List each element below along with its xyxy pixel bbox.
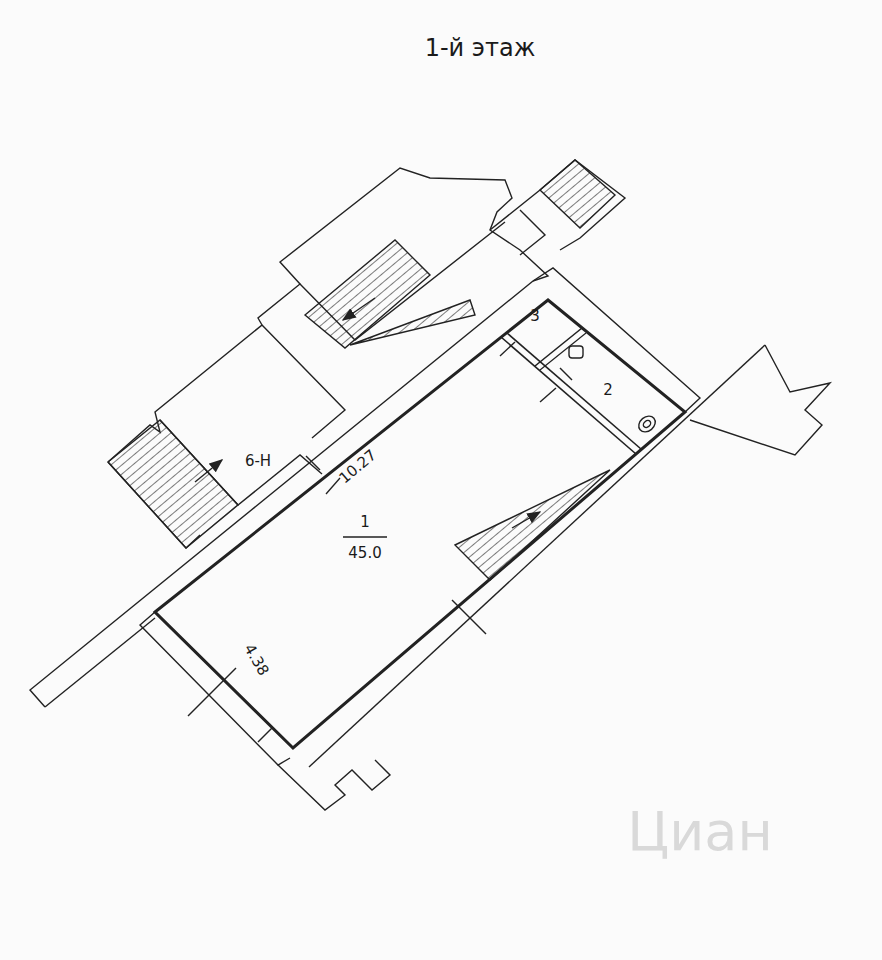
room-number: 1 (360, 515, 370, 530)
unit-number: 6-Н (245, 454, 271, 469)
room-number: 3 (530, 309, 540, 324)
room-number: 2 (603, 383, 613, 398)
dimension-label: 10.27 (337, 447, 380, 486)
room-area: 45.0 (348, 546, 381, 561)
watermark: Циан (627, 805, 772, 859)
floor-title: 1-й этаж (425, 36, 536, 60)
dimension-label: 4.38 (241, 642, 271, 678)
